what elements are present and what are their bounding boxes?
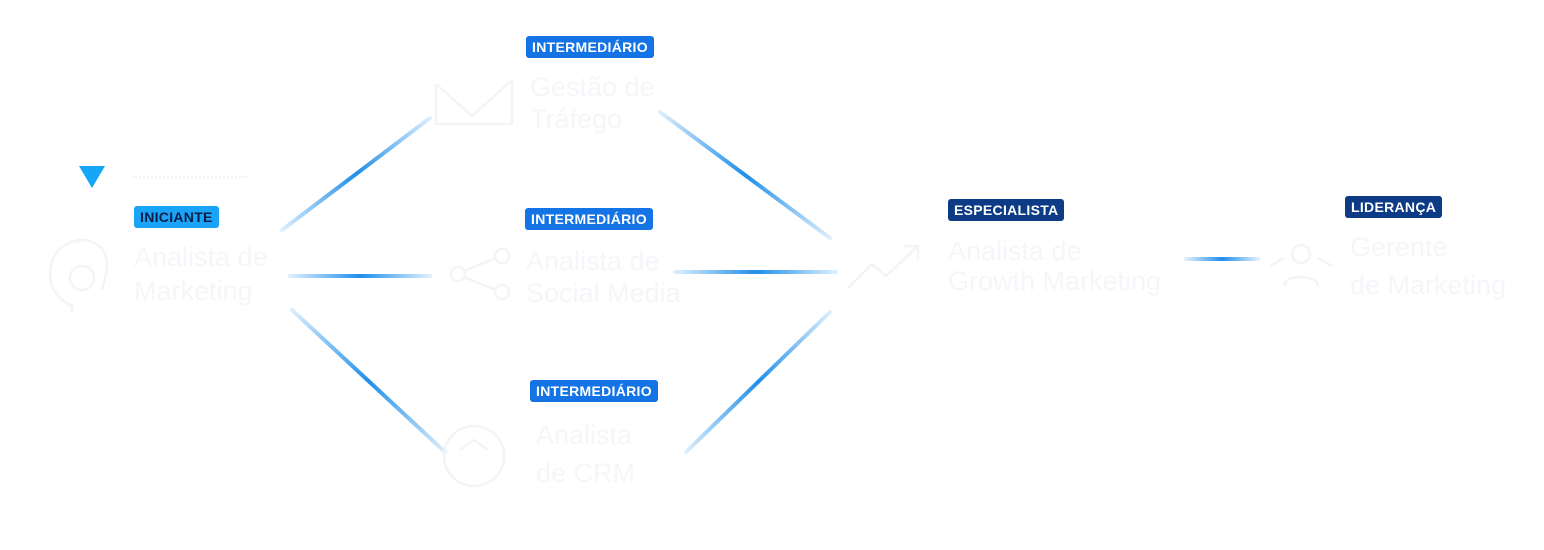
level-badge-iniciante: INICIANTE [134, 206, 219, 228]
role-title-line2: Tráfego [530, 104, 623, 134]
connector-marketing-to-crm [290, 308, 447, 454]
role-title-line2: Marketing [134, 276, 253, 306]
connector-crm-to-growth [684, 310, 832, 454]
role-title-line1: Analista de [134, 242, 268, 272]
role-title-line1: Analista de [526, 246, 660, 276]
level-badge-intermediario: INTERMEDIÁRIO [525, 208, 653, 230]
level-badge-intermediario: INTERMEDIÁRIO [526, 36, 654, 58]
crm-circle-icon [442, 424, 506, 488]
share-icon [449, 247, 511, 300]
start-marker-icon [79, 166, 105, 188]
role-title-line2: Social Media [526, 278, 681, 308]
level-badge-lideranca: LIDERANÇA [1345, 196, 1443, 218]
connector-marketing-to-trafego [280, 116, 432, 232]
role-title-line2: Growth Marketing [948, 266, 1162, 296]
role-title-line1: Gerente [1350, 232, 1448, 262]
level-badge-especialista: ESPECIALISTA [948, 199, 1065, 221]
level-badge-intermediario: INTERMEDIÁRIO [530, 380, 658, 402]
role-title-line2: de CRM [536, 458, 636, 488]
start-divider [132, 176, 248, 181]
role-title-line2: de Marketing [1350, 270, 1507, 300]
role-title-line1: Analista de [948, 236, 1082, 266]
traffic-funnel-icon [434, 79, 514, 126]
team-icon [1269, 243, 1333, 287]
growth-chart-icon [847, 244, 920, 289]
head-profile-icon [48, 238, 109, 312]
connector-trafego-to-growth [658, 110, 832, 240]
role-title-line1: Gestão de [530, 72, 655, 102]
role-title-line1: Analista [536, 420, 633, 450]
